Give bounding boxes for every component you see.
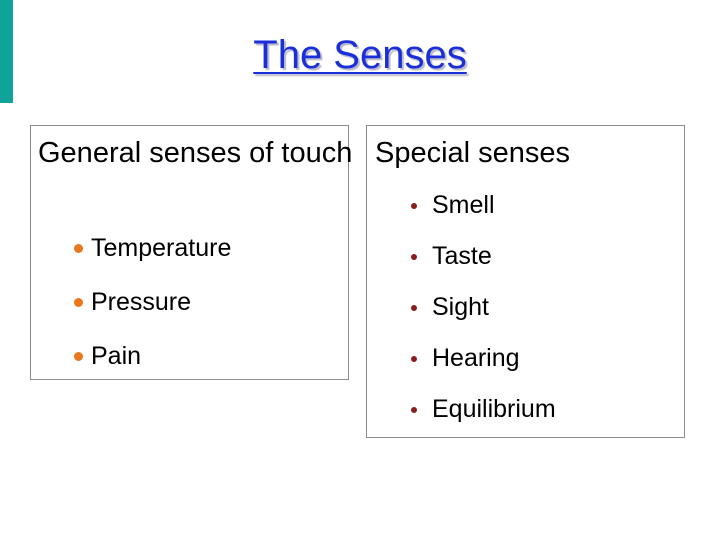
orange-dot-icon (74, 244, 83, 253)
list-item: Temperature (73, 233, 231, 287)
list-item: Smell (409, 190, 556, 241)
special-senses-heading: Special senses (375, 137, 571, 169)
general-senses-heading: General senses of touch (38, 137, 353, 169)
list-item: Sight (409, 292, 556, 343)
orange-dot-icon (74, 298, 83, 307)
special-senses-box: Special senses Smell Taste Sight Hearing… (366, 125, 685, 438)
list-item-label: Sight (432, 293, 489, 321)
slide-title: The Senses (253, 33, 467, 77)
list-item-label: Smell (432, 191, 495, 219)
dark-red-dot-icon (411, 254, 417, 260)
accent-bar (0, 0, 13, 103)
dark-red-dot-icon (411, 203, 417, 209)
general-senses-box: General senses of touch Temperature Pres… (30, 125, 352, 380)
list-item-label: Taste (432, 242, 492, 270)
orange-dot-icon (74, 352, 83, 361)
list-item-label: Pressure (91, 288, 192, 316)
dark-red-dot-icon (411, 407, 417, 413)
list-item: Equilibrium (409, 394, 556, 445)
dark-red-dot-icon (411, 356, 417, 362)
list-item: Taste (409, 241, 556, 292)
list-item-label: Hearing (432, 344, 520, 372)
list-item: Hearing (409, 343, 556, 394)
list-item-label: Temperature (91, 234, 232, 262)
list-item: Pain (73, 341, 231, 395)
general-senses-list: Temperature Pressure Pain (73, 233, 231, 395)
dark-red-dot-icon (411, 305, 417, 311)
list-item-label: Pain (91, 342, 142, 370)
special-senses-list: Smell Taste Sight Hearing Equilibrium (409, 190, 556, 445)
list-item-label: Equilibrium (432, 395, 556, 423)
list-item: Pressure (73, 287, 231, 341)
